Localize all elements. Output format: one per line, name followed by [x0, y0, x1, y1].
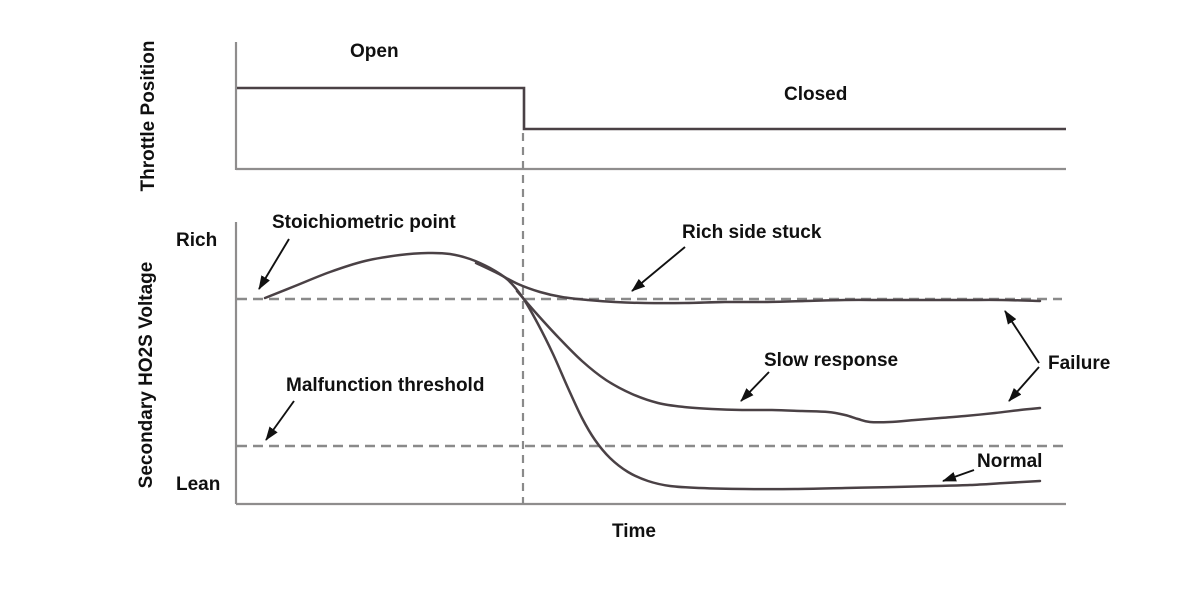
arrow-malfunction-threshold [265, 400, 295, 441]
arrow-slow-response [740, 371, 770, 402]
arrow-stoichiometric-point [258, 238, 290, 290]
x-axis-label: Time [612, 521, 657, 542]
malfunction-threshold-annotation: Malfunction threshold [286, 375, 485, 396]
curve-rich-side-stuck [474, 261, 1042, 305]
stoichiometric-point-annotation: Stoichiometric point [272, 212, 456, 233]
failure-annotation: Failure [1048, 353, 1111, 374]
arrow-failure-lower [1008, 366, 1040, 402]
bottom-chart-y-axis-label: Secondary HO2S Voltage [136, 261, 158, 489]
throttle-open-label: Open [350, 41, 399, 62]
arrow-rich-side-stuck [631, 246, 686, 292]
top-chart-y-axis-label: Throttle Position [138, 40, 160, 192]
curve-slow-response [515, 289, 1042, 424]
arrow-failure-upper [1004, 310, 1040, 364]
throttle-closed-label: Closed [784, 84, 848, 105]
normal-annotation: Normal [977, 451, 1043, 472]
curve-common-and-normal [263, 251, 1042, 491]
arrow-normal [942, 469, 975, 482]
slow-response-annotation: Slow response [764, 350, 899, 371]
rich-tick-label: Rich [176, 230, 218, 251]
rich-side-stuck-annotation: Rich side stuck [682, 222, 822, 243]
lean-tick-label: Lean [176, 474, 221, 495]
throttle-position-trace [237, 86, 1066, 131]
